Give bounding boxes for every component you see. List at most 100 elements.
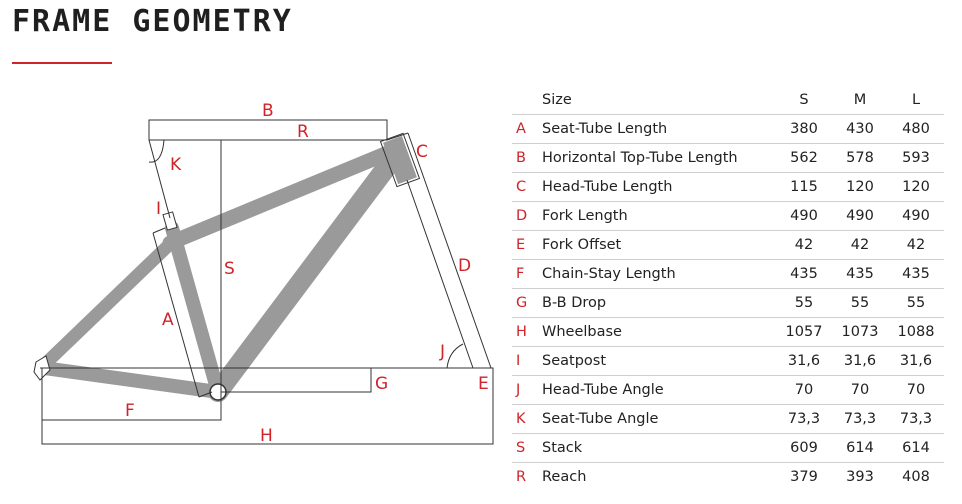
row-value-s: 379: [790, 469, 818, 485]
row-value-m: 120: [832, 172, 888, 202]
top-tube: [162, 142, 403, 251]
header-key: [512, 86, 542, 115]
diagram-label-F: F: [125, 401, 135, 421]
row-value-s: 31,6: [776, 346, 832, 376]
row-value-s: 1057: [776, 317, 832, 347]
row-value-l: 435: [888, 259, 944, 289]
diagram-label-I: I: [156, 199, 161, 219]
dim-H-box: [41, 367, 494, 445]
dim-D-line1: [386, 132, 409, 141]
header-size-l: L: [888, 86, 944, 115]
row-key: H: [512, 317, 542, 347]
diagram-label-K: K: [170, 155, 182, 175]
row-value-m: 55: [832, 288, 888, 318]
dim-D-line2: [407, 132, 492, 369]
row-value-m: 73,3: [832, 404, 888, 434]
row-value-l: 31,6: [888, 346, 944, 376]
row-value-m: 1073: [832, 317, 888, 347]
seat-tube: [165, 221, 225, 399]
row-value-m: 31,6: [832, 346, 888, 376]
table-row: D Fork Length 490 490 490: [512, 201, 944, 231]
row-name: Stack: [542, 433, 776, 463]
seatpost: [162, 211, 178, 231]
row-key: B: [512, 143, 542, 173]
table-row: J Head-Tube Angle 70 70 70: [512, 375, 944, 405]
row-name: B-B Drop: [542, 288, 776, 318]
row-name: Head-Tube Length: [542, 172, 776, 202]
row-value-l: 73,3: [888, 404, 944, 434]
dim-J-arc: [446, 343, 464, 369]
table-header-row: Size S M L: [512, 86, 944, 115]
dim-A-line2: [152, 227, 166, 234]
diagram-label-H: H: [260, 426, 273, 446]
table-row: K Seat-Tube Angle 73,3 73,3 73,3: [512, 404, 944, 434]
dim-A-line3: [198, 391, 213, 398]
row-key: I: [512, 346, 542, 376]
row-key: C: [512, 172, 542, 202]
row-value-l: 1088: [888, 317, 944, 347]
row-value-s: 490: [776, 201, 832, 231]
table-row: A Seat-Tube Length 380 430 480: [512, 114, 944, 144]
row-value-s: 562: [776, 143, 832, 173]
chain-stay: [37, 361, 225, 399]
row-name: Horizontal Top-Tube Length: [542, 143, 776, 173]
table-row: R Reach 379 393 408: [512, 463, 944, 492]
row-key: E: [512, 230, 542, 260]
table-row: F Chain-Stay Length 435 435 435: [512, 259, 944, 289]
table-row: E Fork Offset 42 42 42: [512, 230, 944, 260]
row-key: K: [512, 404, 542, 434]
table-row: I Seatpost 31,6 31,6 31,6: [512, 346, 944, 376]
row-name: Seat-Tube Angle: [542, 404, 776, 434]
dim-K-arc: [148, 139, 165, 163]
row-value-s: 42: [776, 230, 832, 260]
row-key: A: [512, 114, 542, 144]
diagram-label-A: A: [162, 310, 174, 330]
dimension-lines: [40, 119, 494, 445]
row-name: Fork Length: [542, 201, 776, 231]
diagram-label-S: S: [224, 259, 235, 279]
row-value-l: 614: [888, 433, 944, 463]
frame-tubes: [37, 142, 403, 402]
diagram-label-J: J: [439, 342, 445, 362]
table-row: C Head-Tube Length 115 120 120: [512, 172, 944, 202]
row-value-m: 578: [832, 143, 888, 173]
row-value-m: 490: [832, 201, 888, 231]
dim-D-line3: [406, 179, 474, 369]
seat-stay: [37, 235, 179, 372]
row-key: G: [512, 288, 542, 318]
row-value-s: 73,3: [776, 404, 832, 434]
header-size: Size: [542, 86, 776, 115]
row-value-l: 408: [902, 469, 930, 485]
row-value-m: 393: [846, 469, 874, 485]
row-value-m: 430: [832, 114, 888, 144]
row-value-m: 70: [832, 375, 888, 405]
dim-K-line: [148, 139, 171, 219]
row-value-s: 70: [776, 375, 832, 405]
table-row: G B-B Drop 55 55 55: [512, 288, 944, 318]
row-key: D: [512, 201, 542, 231]
diagram-label-E: E: [478, 374, 489, 394]
row-key: F: [512, 259, 542, 289]
row-name: Head-Tube Angle: [542, 375, 776, 405]
head-tube: [383, 135, 417, 185]
down-tube: [208, 150, 402, 402]
diagram-label-R: R: [297, 122, 309, 142]
title-underline: [12, 62, 112, 64]
diagram-label-D: D: [458, 256, 471, 276]
table-row: H Wheelbase 1057 1073 1088: [512, 317, 944, 347]
page-title: FRAME GEOMETRY: [12, 4, 293, 39]
row-name: Fork Offset: [542, 230, 776, 260]
header-size-s: S: [776, 86, 832, 115]
header-size-m: M: [832, 86, 888, 115]
row-name: Wheelbase: [542, 317, 776, 347]
row-value-l: 42: [888, 230, 944, 260]
table-row: S Stack 609 614 614: [512, 433, 944, 463]
table-row: B Horizontal Top-Tube Length 562 578 593: [512, 143, 944, 173]
geometry-table: Size S M L A Seat-Tube Length 380 430 48…: [512, 86, 944, 491]
row-value-m: 435: [832, 259, 888, 289]
row-name: Reach: [542, 469, 587, 485]
row-value-s: 115: [776, 172, 832, 202]
row-key: J: [512, 375, 542, 405]
dim-B-box: [148, 119, 388, 141]
row-key: R: [516, 469, 527, 485]
